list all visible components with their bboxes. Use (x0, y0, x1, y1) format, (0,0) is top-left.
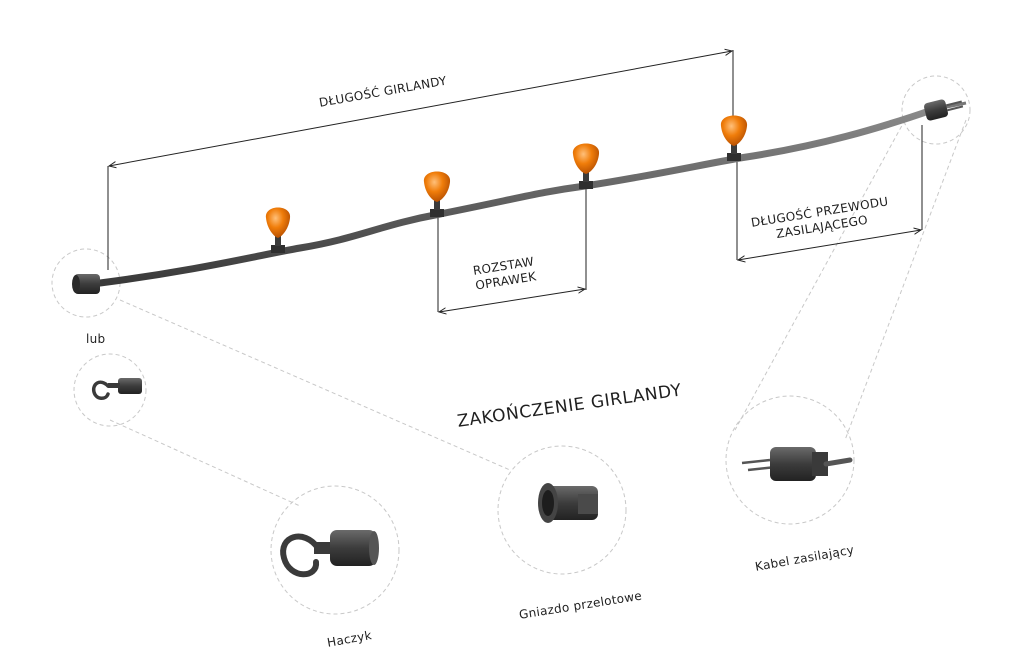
hook-illustration (280, 530, 379, 578)
bulb-2 (423, 171, 451, 217)
bulb-1 (265, 207, 291, 253)
bulbs (265, 115, 748, 253)
small-hook (91, 378, 142, 400)
power-cable-length-arrow (738, 230, 921, 260)
right-end-circle (901, 75, 971, 145)
left-end-cap (72, 274, 100, 294)
power-cable-circle (725, 395, 855, 525)
power-cable-illustration (741, 447, 853, 481)
garland-length-arrow (109, 51, 732, 166)
dimension-lines (107, 50, 923, 312)
socket-illustration (538, 483, 598, 523)
dashed-circles (51, 75, 971, 615)
or-label: lub (86, 332, 106, 346)
socket-circle (497, 445, 627, 575)
small-hook-circle (73, 353, 147, 427)
socket-spacing-arrow (439, 289, 585, 312)
bulb-4 (720, 115, 748, 161)
dashed-connectors (109, 119, 967, 507)
right-end-connector (923, 99, 964, 121)
bulb-3 (572, 143, 600, 189)
hook-circle (270, 485, 400, 615)
